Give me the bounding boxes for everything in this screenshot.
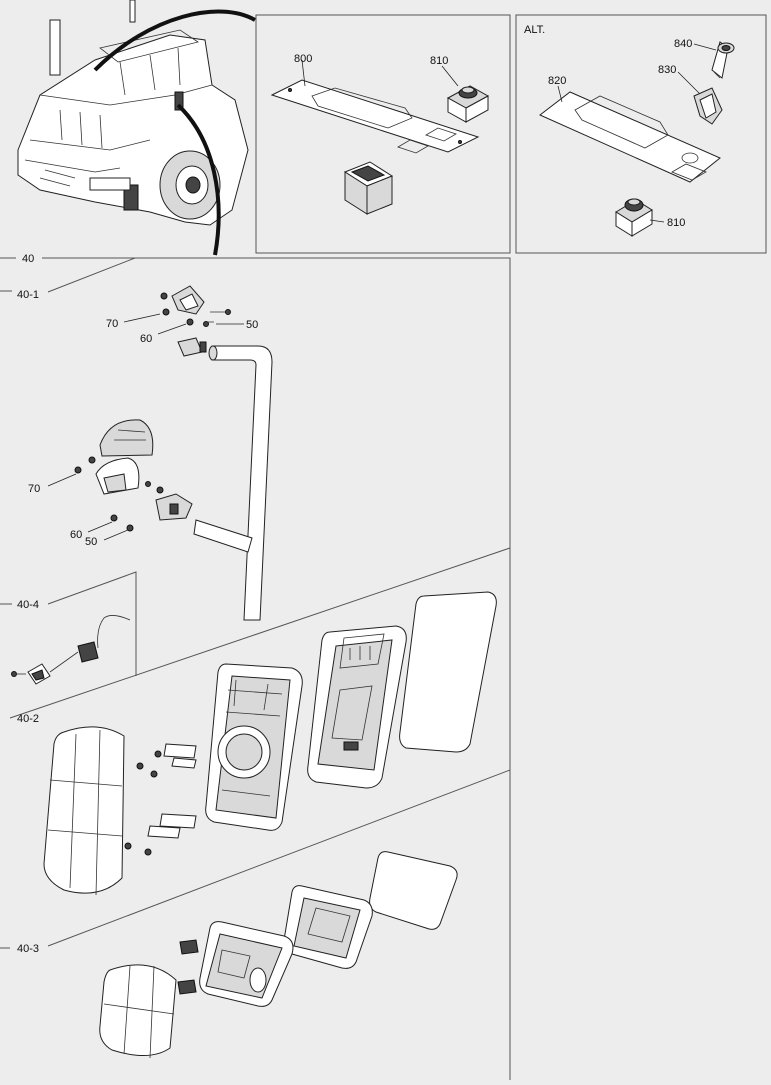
mount-bracket-top xyxy=(171,285,205,315)
mirror-frame-small xyxy=(283,885,373,969)
mirror-heater-harness xyxy=(11,615,131,685)
callout-830: 830 xyxy=(658,64,676,76)
bracket-plates-40-2 xyxy=(124,743,197,856)
group-label-40-3: 40-3 xyxy=(17,943,39,955)
mirror-housing-back-small xyxy=(199,921,294,1007)
callout-60-mid: 60 xyxy=(70,529,82,541)
plate-820 xyxy=(539,91,721,183)
screws-mid xyxy=(110,514,134,532)
clips-40-3 xyxy=(177,939,199,995)
divider-40-4 xyxy=(47,571,137,676)
callout-70-mid: 70 xyxy=(28,483,40,495)
frame-alt xyxy=(515,14,767,254)
frame-switch-panel xyxy=(255,14,511,254)
callout-820: 820 xyxy=(548,75,566,87)
mirror-cover-large xyxy=(43,726,125,896)
callout-60-top: 60 xyxy=(140,333,152,345)
mount-cover xyxy=(99,419,154,457)
clamp-60-mid xyxy=(155,493,193,521)
callout-840: 840 xyxy=(674,38,692,50)
alt-label: ALT. xyxy=(524,24,545,36)
socket-840 xyxy=(711,41,735,79)
holder-830 xyxy=(693,87,723,125)
divider-40-2 xyxy=(9,547,511,719)
switch-810-alt xyxy=(615,198,653,237)
mirror-frame-large xyxy=(307,625,407,789)
mount-bracket-mid xyxy=(74,456,164,495)
mirror-glass-small xyxy=(369,851,458,930)
callout-810-alt: 810 xyxy=(667,217,685,229)
plate-800 xyxy=(270,79,480,154)
callout-50-mid: 50 xyxy=(85,536,97,548)
mirror-cover-small xyxy=(99,964,177,1059)
mirror-housing-back-large xyxy=(205,663,303,831)
mirror-glass-large xyxy=(399,591,497,753)
rocker-switch xyxy=(343,161,394,215)
group-label-40-2: 40-2 xyxy=(17,713,39,725)
callout-70-top: 70 xyxy=(106,318,118,330)
clamp-60-top xyxy=(177,337,207,357)
group-label-40-4: 40-4 xyxy=(17,599,39,611)
switch-810 xyxy=(446,85,490,123)
callout-810: 810 xyxy=(430,55,448,67)
callout-50-top: 50 xyxy=(246,319,258,331)
section-label-40: 40 xyxy=(22,253,34,265)
frame-section-40 xyxy=(0,257,511,1080)
divider-40-1 xyxy=(47,257,136,293)
truck-illustration xyxy=(17,0,256,256)
callout-800: 800 xyxy=(294,53,312,65)
mirror-arm xyxy=(193,345,273,621)
divider-40-3 xyxy=(0,769,511,949)
group-label-40-1: 40-1 xyxy=(17,289,39,301)
screws-top xyxy=(160,292,231,327)
